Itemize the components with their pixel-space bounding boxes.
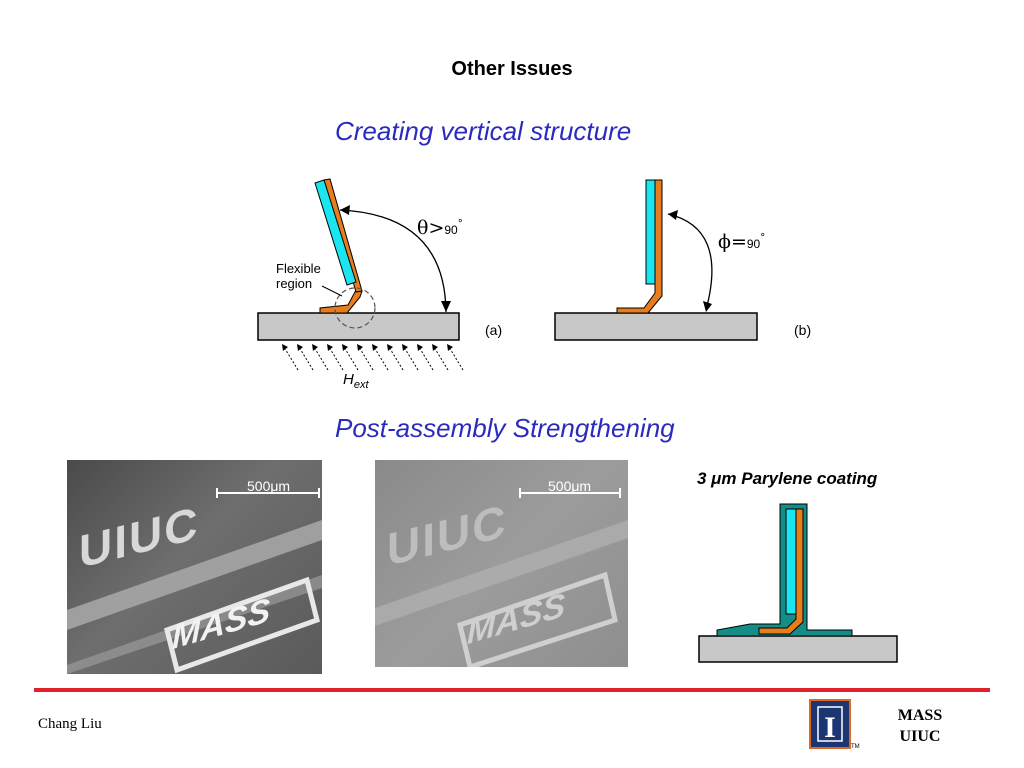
- flap-cyan-b: [645, 179, 656, 285]
- sem-photo-1-graphic: [67, 488, 322, 674]
- angle-value-a: 90: [444, 223, 458, 237]
- degree-b: °: [760, 232, 766, 244]
- hinge-a: [319, 289, 363, 314]
- sem-photo-2: 500μm UIUC MASS: [375, 460, 628, 667]
- logo-inner: [817, 706, 843, 742]
- angle-label-b: ϕ=90°: [718, 231, 765, 253]
- heading-strengthening: Post-assembly Strengthening: [335, 413, 675, 443]
- org-line1: MASS: [897, 707, 943, 724]
- field-arrowheads: [282, 344, 453, 351]
- angle-value-b: 90: [746, 237, 761, 251]
- substrate-b: [554, 312, 758, 341]
- greater-symbol: >: [428, 217, 445, 239]
- diagram-a: [257, 178, 464, 371]
- org-line2: UIUC: [899, 728, 941, 745]
- heading-vertical-structure: Creating vertical structure: [335, 116, 632, 146]
- theta-symbol: θ: [417, 217, 429, 239]
- equal-symbol: =: [730, 231, 747, 253]
- org-name: MASS UIUC: [880, 705, 960, 747]
- footer-divider: [34, 688, 990, 692]
- cyan-layer-c: [785, 508, 797, 615]
- arrowhead-b-top: [668, 210, 678, 220]
- flexible-region-label: Flexible region: [276, 261, 321, 291]
- substrate-c: [698, 635, 898, 663]
- label-b: (b): [794, 322, 812, 338]
- scale-bar-label-2: 500μm: [548, 478, 592, 494]
- field-arrows: [283, 346, 464, 371]
- slide-title: Other Issues: [451, 58, 573, 80]
- flap-cyan-a: [314, 179, 357, 286]
- scale-bar-label-1: 500μm: [247, 478, 291, 494]
- hext-sub: ext: [353, 379, 369, 391]
- parylene-coating: [716, 503, 853, 637]
- sem-photo-1: 500μm UIUC MASS: [67, 460, 322, 674]
- arrowhead-a-bottom: [441, 301, 451, 312]
- flexible-pointer: [321, 285, 343, 297]
- angle-label-a: θ>90°: [417, 217, 463, 239]
- hext-main: H: [343, 371, 354, 388]
- logo-letter: I: [824, 711, 836, 744]
- flexible-label-line2: region: [276, 276, 313, 291]
- hext-label: Hext: [343, 371, 369, 391]
- logo-tm: TM: [851, 744, 860, 750]
- sem-photo-2-graphic: [375, 488, 628, 667]
- author-name: Chang Liu: [38, 716, 102, 732]
- arrowhead-a-top: [340, 205, 350, 215]
- logo-block: [809, 699, 851, 749]
- phi-symbol: ϕ: [718, 231, 731, 253]
- uiuc-logo: I TM: [809, 699, 860, 750]
- coating-caption: 3 μm Parylene coating: [697, 469, 878, 488]
- angle-arc-b: [667, 213, 713, 311]
- coated-structure-diagram: [698, 503, 898, 663]
- arrowhead-b-bottom: [703, 301, 712, 312]
- substrate-a: [257, 312, 460, 341]
- angle-arc-a: [339, 209, 447, 313]
- flap-orange-a: [323, 178, 363, 293]
- label-a: (a): [485, 322, 503, 338]
- diagram-b: [554, 179, 758, 341]
- flexible-region-circle: [334, 287, 376, 329]
- degree-a: °: [457, 218, 463, 230]
- flexible-label-line1: Flexible: [276, 261, 321, 276]
